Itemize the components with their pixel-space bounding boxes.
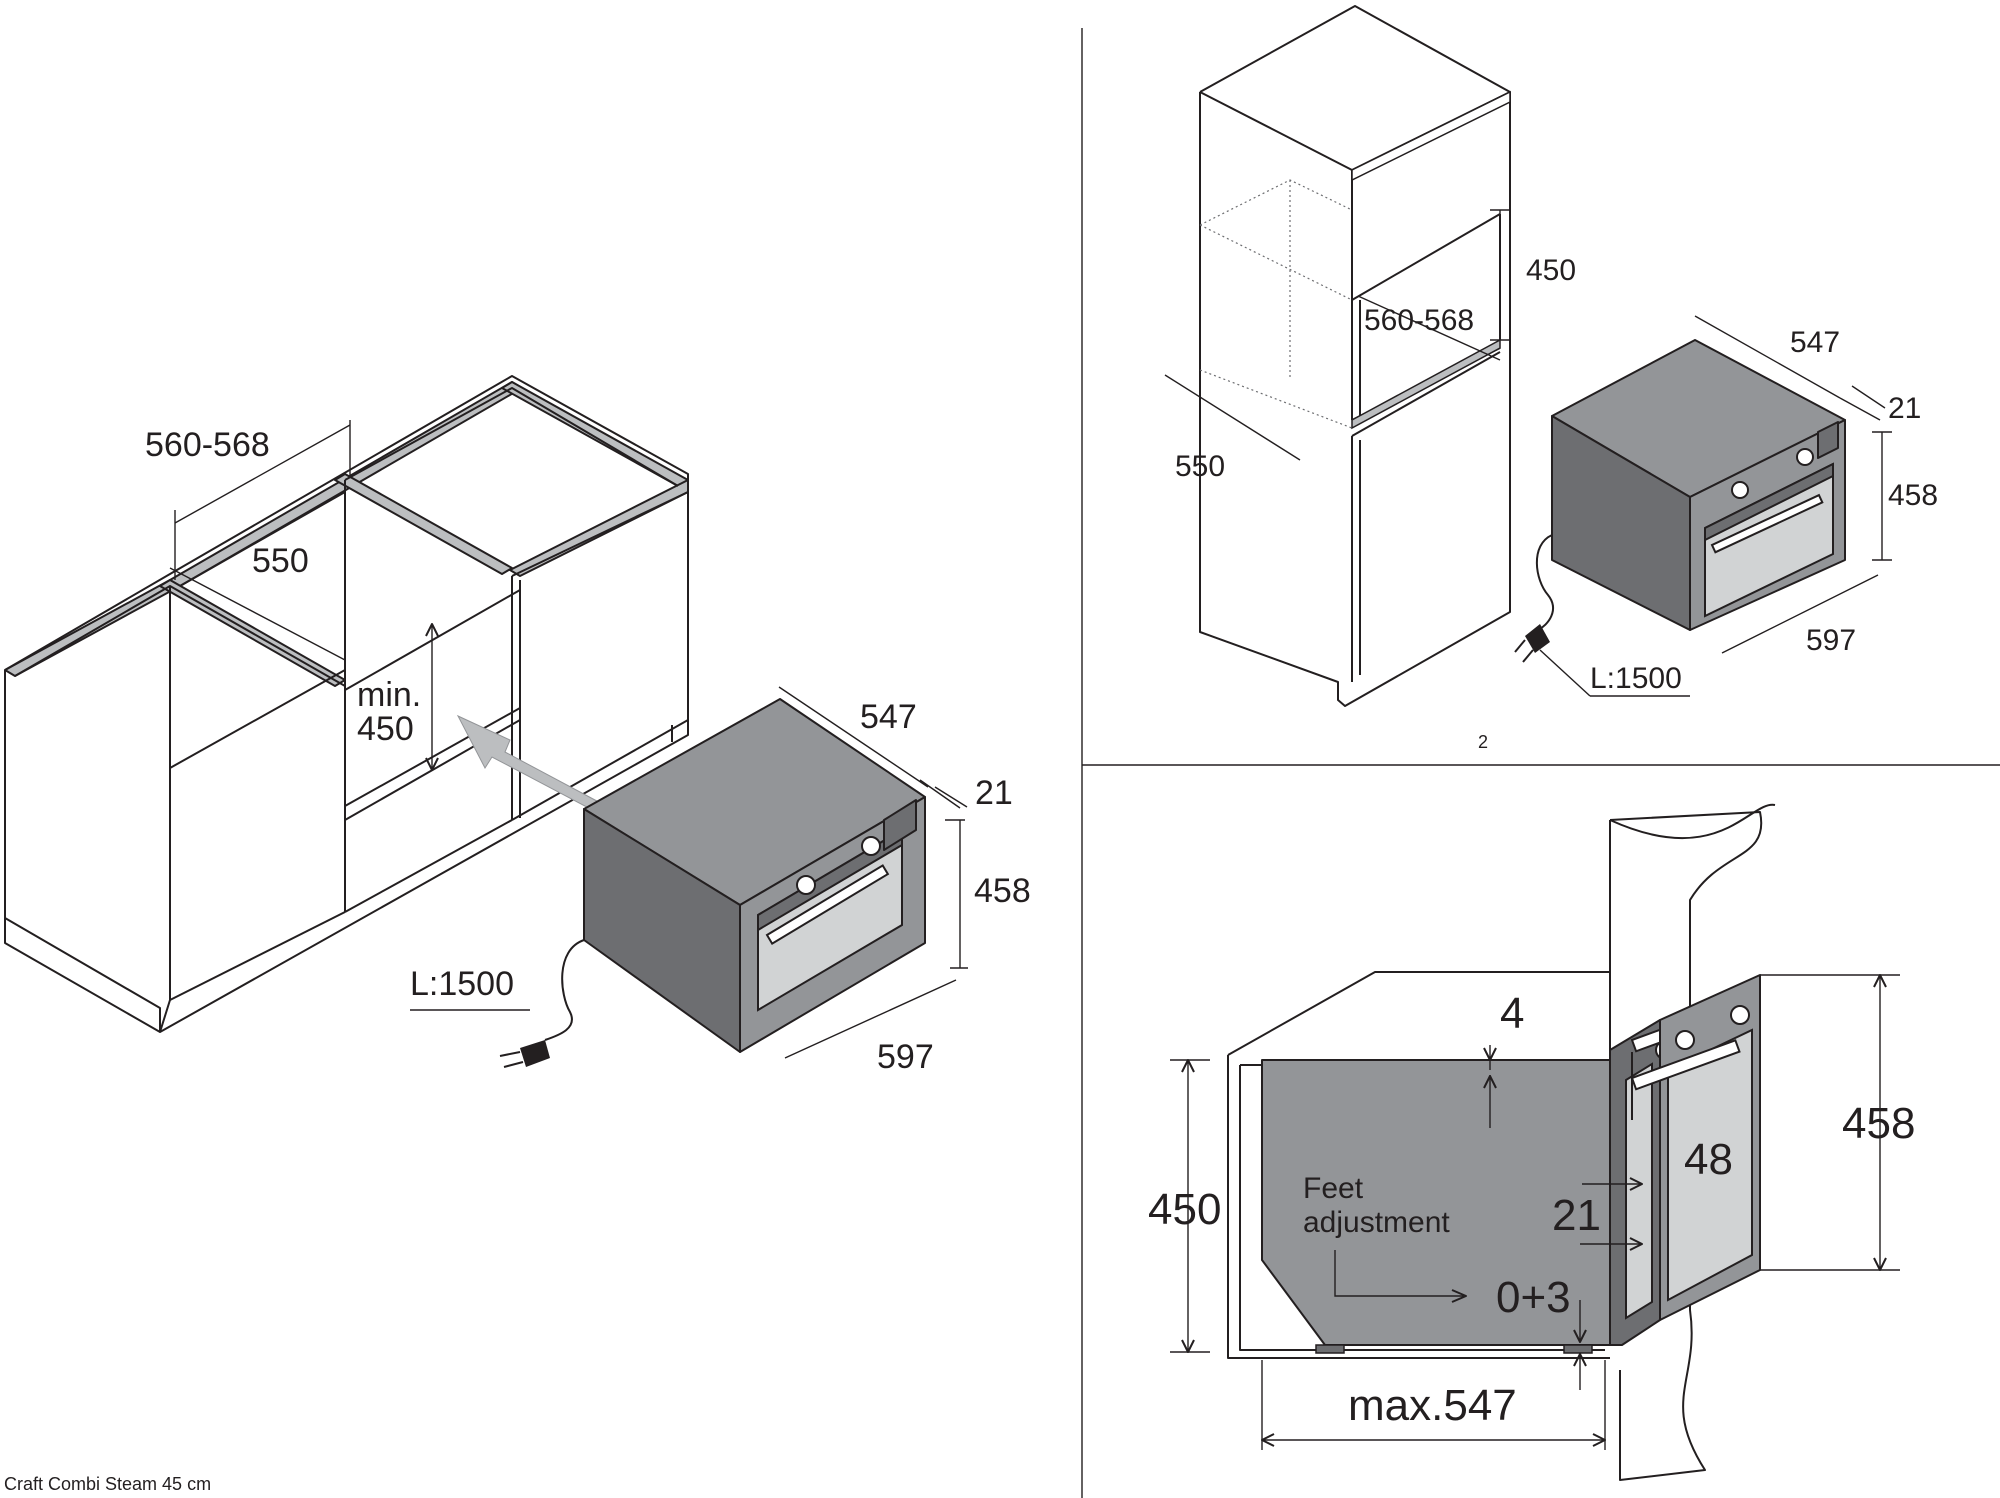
br-feet-label-2: adjustment bbox=[1303, 1206, 1450, 1239]
br-top-gap: 4 bbox=[1500, 989, 1524, 1038]
left-niche-height-2: 450 bbox=[357, 710, 414, 748]
br-frame-thickness: 21 bbox=[1552, 1191, 1601, 1240]
left-oven-height: 458 bbox=[974, 872, 1031, 910]
br-handle-projection: 48 bbox=[1684, 1135, 1733, 1184]
tr-niche-width: 560-568 bbox=[1364, 304, 1474, 337]
left-frame-thickness: 21 bbox=[975, 774, 1013, 812]
br-max-depth: max.547 bbox=[1348, 1381, 1517, 1430]
panel-dividers bbox=[1081, 28, 2000, 1498]
tr-niche-depth: 550 bbox=[1175, 450, 1225, 483]
bottom-right-dimensions bbox=[1170, 974, 1900, 1450]
top-right-dimension-labels: 450 560-568 550 547 21 458 597 L:1500 bbox=[1175, 254, 1938, 695]
left-oven-depth: 547 bbox=[860, 698, 917, 736]
br-niche-height: 450 bbox=[1148, 1185, 1221, 1234]
tr-oven-height: 458 bbox=[1888, 479, 1938, 512]
bottom-right-labels: 4 450 Feet adjustment 0+3 21 48 458 max.… bbox=[1148, 989, 1915, 1430]
plug-icon bbox=[1514, 624, 1550, 663]
plug-icon bbox=[499, 1040, 550, 1068]
caption: Craft Combi Steam 45 cm bbox=[4, 1474, 211, 1494]
br-oven-height: 458 bbox=[1842, 1099, 1915, 1148]
left-dimensions bbox=[169, 420, 968, 1059]
tr-frame-thickness: 21 bbox=[1888, 392, 1921, 425]
left-oven-width: 597 bbox=[877, 1038, 934, 1076]
oven-left bbox=[544, 698, 926, 1053]
br-feet-label-1: Feet bbox=[1303, 1172, 1364, 1205]
tr-oven-width: 597 bbox=[1806, 624, 1856, 657]
top-right-dimensions bbox=[1164, 209, 1892, 697]
left-niche-height-1: min. bbox=[357, 676, 421, 714]
panel-number: 2 bbox=[1478, 732, 1488, 752]
br-feet-range: 0+3 bbox=[1496, 1273, 1571, 1322]
tr-niche-height: 450 bbox=[1526, 254, 1576, 287]
left-cable-length: L:1500 bbox=[410, 965, 514, 1003]
insertion-arrow bbox=[456, 714, 612, 814]
tall-cabinet bbox=[1199, 5, 1511, 707]
tr-cable-length: L:1500 bbox=[1590, 662, 1682, 695]
left-niche-width: 560-568 bbox=[145, 426, 270, 464]
left-dimension-labels: 560-568 550 min. 450 547 21 458 597 L:15… bbox=[145, 426, 1031, 1076]
oven-top-right bbox=[1535, 339, 1846, 631]
left-niche-depth: 550 bbox=[252, 542, 309, 580]
base-cabinet bbox=[4, 375, 689, 1033]
tr-oven-depth: 547 bbox=[1790, 326, 1840, 359]
side-section bbox=[1227, 803, 1776, 1481]
